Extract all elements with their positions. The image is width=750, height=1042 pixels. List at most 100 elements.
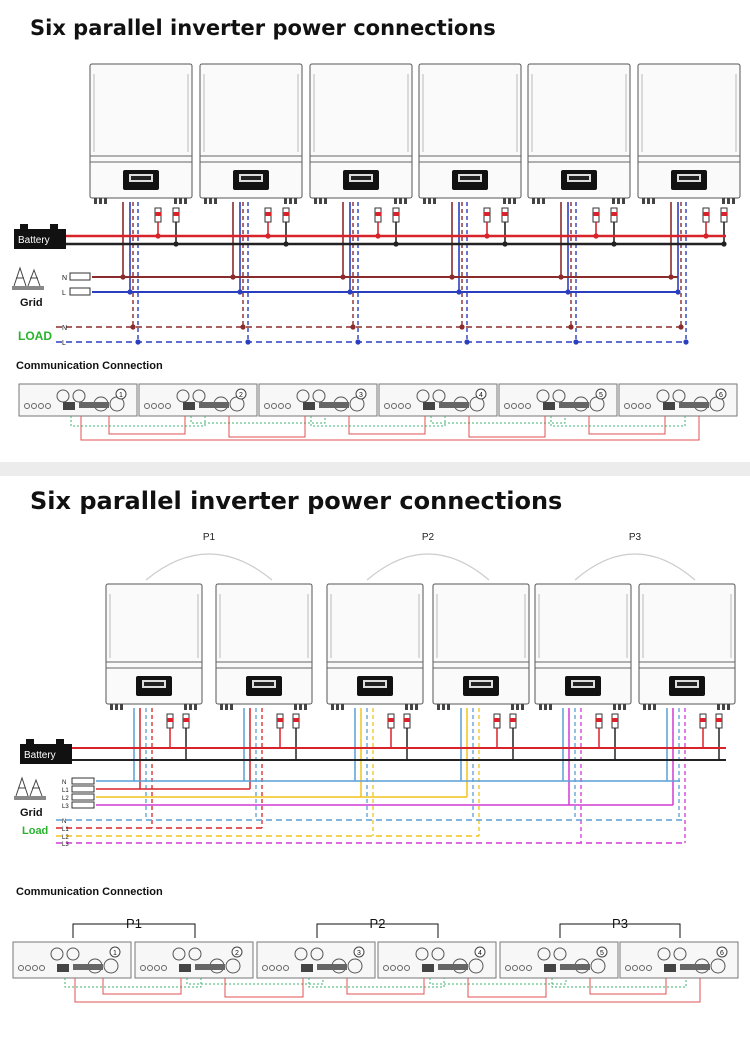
ac-terminal [428, 198, 431, 204]
comm-port [663, 402, 675, 410]
port-circle [283, 965, 289, 971]
comm-unit-3: 3 [256, 941, 376, 979]
fuse-band [388, 718, 394, 722]
ac-terminal [437, 704, 440, 710]
unit-number-badge [231, 946, 243, 958]
ac-terminal [399, 198, 402, 204]
ac-terminal [225, 704, 228, 710]
port-circle [625, 965, 631, 971]
dc-fuse [699, 713, 707, 729]
ac-terminal [189, 704, 192, 710]
inverter-body [527, 63, 631, 199]
knob-icon [590, 958, 606, 974]
ac-terminal [613, 704, 616, 710]
knob-icon [225, 958, 241, 974]
grid-line-label: L1 [62, 788, 69, 794]
comm-cable-red [588, 416, 666, 435]
unit-number-badge [715, 388, 727, 400]
inverter-body [637, 63, 741, 199]
unit-number: 5 [599, 392, 603, 399]
ac-terminal [623, 704, 626, 710]
comm-cable-red [80, 416, 700, 441]
grid-base [12, 286, 44, 290]
comm-port [303, 402, 315, 410]
grid-icon-bottom [14, 776, 46, 800]
phase-group-bracket [72, 923, 196, 938]
phase-group-label: P1 [126, 916, 142, 931]
fuse-band [510, 718, 516, 722]
ac-terminal [319, 198, 322, 204]
comm-port [680, 964, 710, 970]
inverter-body [89, 63, 193, 199]
port-circle [398, 403, 404, 409]
lcd-digits [569, 176, 589, 180]
load-line-label: L3 [62, 842, 69, 848]
lcd-digits [679, 176, 699, 180]
dc-fuse [592, 207, 600, 223]
ac-terminal [394, 198, 397, 204]
comm-unit-3: 3 [258, 383, 378, 417]
port-circle [518, 403, 524, 409]
comm-unit-5: 5 [498, 383, 618, 417]
knob-icon [310, 947, 324, 961]
knob-icon [673, 947, 687, 961]
port-circle [161, 965, 167, 971]
ac-terminal [423, 198, 426, 204]
unit-number-badge [115, 388, 127, 400]
comm-cable-red [102, 978, 182, 995]
port-circle [505, 965, 511, 971]
comm-cable-green [308, 978, 445, 988]
dc-fuse [483, 207, 491, 223]
ac-terminal [179, 198, 182, 204]
ac-terminal [433, 198, 436, 204]
battery-label: Battery [18, 235, 50, 246]
load-label: LOAD [18, 329, 52, 343]
comm-cable-red [348, 416, 426, 435]
ac-terminal [612, 198, 615, 204]
unit-number: 3 [359, 392, 363, 399]
fuse-band [393, 212, 399, 216]
ac-terminal [617, 198, 620, 204]
ac-terminal [405, 704, 408, 710]
grid-tower-icon [13, 266, 41, 287]
phase-group-arc [574, 553, 696, 581]
unit-number-badge [595, 388, 607, 400]
comm-port [560, 964, 590, 970]
ac-terminal [732, 198, 735, 204]
comm-port [73, 964, 103, 970]
grid-label: Grid [20, 297, 43, 309]
unit-number-badge [475, 388, 487, 400]
comm-cable-green [430, 416, 566, 424]
ac-terminal [404, 198, 407, 204]
comm-cable-red [346, 978, 425, 995]
comm-cable-green [186, 978, 324, 985]
terminal-block-6 [717, 704, 730, 710]
ac-terminal [516, 704, 519, 710]
ac-terminal [94, 198, 97, 204]
unit-number: 3 [357, 950, 361, 957]
lcd-digits [254, 682, 274, 686]
unit-number: 2 [239, 392, 243, 399]
grid-breaker [71, 777, 95, 785]
inverter-unit-5 [534, 583, 632, 705]
inverter-unit-2 [215, 583, 313, 705]
unit-number: 4 [478, 950, 482, 957]
fuse-band [265, 212, 271, 216]
lcd-digits [677, 682, 697, 686]
fuse-band [716, 718, 722, 722]
ac-terminal [542, 198, 545, 204]
fuse-band [612, 718, 618, 722]
ac-terminal [209, 198, 212, 204]
port-circle [165, 403, 171, 409]
ac-terminal [115, 704, 118, 710]
port-circle [639, 965, 645, 971]
knob-icon [415, 947, 429, 961]
ac-terminal [508, 198, 511, 204]
inverter-unit-4 [418, 63, 522, 199]
unit-number: 1 [113, 950, 117, 957]
dc-fuse [392, 207, 400, 223]
terminal-block-1 [174, 198, 187, 204]
lcd-digits [365, 682, 385, 686]
